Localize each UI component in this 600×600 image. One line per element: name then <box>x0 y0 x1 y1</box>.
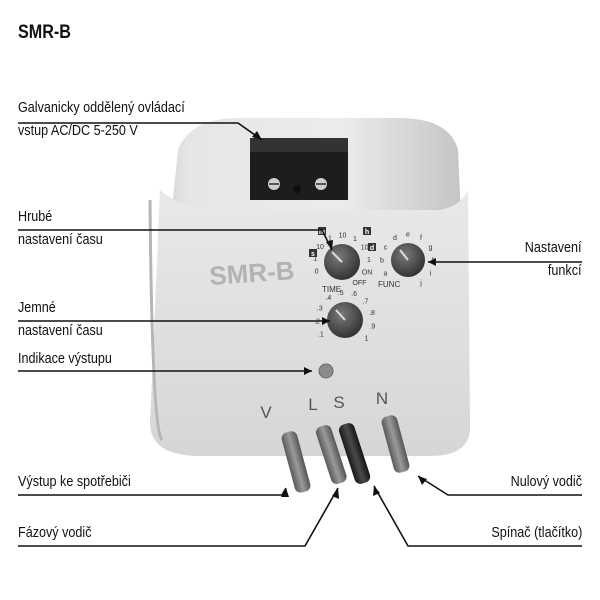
function-dial-scale-mark: j <box>419 280 422 287</box>
fine-dial-scale-mark: .6 <box>351 291 357 298</box>
neutral-wire-label: Nulový vodič <box>510 473 582 490</box>
fine-dial-scale-mark: 1 <box>364 336 368 343</box>
function-dial-scale-mark: e <box>406 232 410 239</box>
time-range-mark: s <box>311 251 315 258</box>
function-setting-label: Nastavení funkcí <box>525 236 582 282</box>
input-label-line2: vstup AC/DC 5-250 V <box>18 122 138 139</box>
function-dial-scale-mark: i <box>430 271 432 278</box>
time-range-mark-box <box>363 227 371 235</box>
fine-dial-scale-mark: .1 <box>318 332 324 339</box>
leader-arrowheads <box>252 131 436 499</box>
function-dial-scale-mark: a <box>384 271 388 278</box>
function-setting-label-line2: funkcí <box>548 262 582 279</box>
wire-l <box>315 425 347 484</box>
time-range-mark: d <box>370 245 374 252</box>
fine-time-label-line2: nastavení času <box>18 322 103 339</box>
time-range-mark-box <box>368 243 376 251</box>
fine-time-label-line1: Jemné <box>18 299 56 316</box>
coarse-time-label: Hrubé nastavení času <box>18 205 103 251</box>
time-dial-scale-mark: 1 <box>353 236 357 243</box>
wire-s <box>338 423 371 484</box>
input-label: Galvanicky oddělený ovládací vstup AC/DC… <box>18 96 185 142</box>
page-title: SMR-B <box>18 22 71 43</box>
switch-button-label: Spínač (tlačítko) <box>490 524 582 541</box>
function-dial-scale-mark: c <box>384 245 388 252</box>
fine-time-label: Jemné nastavení času <box>18 296 103 342</box>
time-dial-scale-mark: 10 <box>316 244 324 251</box>
wire-letter-s: S <box>333 393 344 412</box>
fine-dial-scale-mark: .5 <box>338 290 344 297</box>
coarse-time-label-line2: nastavení času <box>18 231 103 248</box>
fine-dial-scale-mark: .2 <box>314 319 320 326</box>
time-range-mark-box <box>309 249 317 257</box>
device-housing <box>148 118 470 456</box>
wire-letter-n: N <box>376 389 388 408</box>
output-led <box>318 363 334 379</box>
function-dial-scale-mark: b <box>380 258 384 265</box>
input-label-line1: Galvanicky oddělený ovládací <box>18 99 185 116</box>
output-to-load-label: Výstup ke spotřebiči <box>18 473 131 490</box>
fine-dial-scale-mark: .7 <box>362 298 368 305</box>
leader-lines <box>18 122 582 547</box>
fine-dial: .1 .2 .3.4 .5 .6 .7.8 .91 <box>314 290 375 343</box>
coarse-time-label-line1: Hrubé <box>18 208 53 225</box>
function-dial-scale-mark: g <box>429 245 433 252</box>
function-dial-scale-mark: f <box>420 235 422 242</box>
time-dial-scale-mark: 1 <box>328 235 332 242</box>
time-dial-scale-mark: ON <box>362 270 373 277</box>
time-dial-scale-mark: 10 <box>339 233 347 240</box>
wires <box>281 415 410 493</box>
wire-v <box>281 431 311 493</box>
time-dial-label: TIME <box>322 285 341 294</box>
time-dial-scale-mark: 1 <box>367 257 371 264</box>
wire-letter-l: L <box>308 395 317 414</box>
fine-dial-scale-mark: .8 <box>369 310 375 317</box>
function-dial-scale-mark: d <box>393 235 397 242</box>
time-dial-scale-mark: 1 <box>313 256 317 263</box>
wire-n <box>381 415 410 473</box>
time-dial: 0 1 10 1 10 1 10 1ON OFF TIME s m h d <box>309 227 376 294</box>
fine-dial-scale-mark: .4 <box>325 295 331 302</box>
terminal-block <box>250 138 348 200</box>
wire-letter-v: V <box>260 403 272 422</box>
fine-dial-scale-mark: .9 <box>369 323 375 330</box>
function-dial-label: FUNC <box>378 280 400 289</box>
time-dial-scale-mark: OFF <box>352 280 366 287</box>
fine-dial-scale-mark: .3 <box>317 305 323 312</box>
time-dial-scale-mark: 10 <box>361 245 369 252</box>
time-range-mark: h <box>365 229 369 236</box>
time-range-mark: m <box>319 229 325 236</box>
device-model-text: SMR-B <box>208 255 295 291</box>
time-dial-scale-mark: 0 <box>315 269 319 276</box>
phase-wire-label: Fázový vodič <box>18 524 92 541</box>
output-indication-label: Indikace výstupu <box>18 350 112 367</box>
function-setting-label-line1: Nastavení <box>525 239 582 256</box>
